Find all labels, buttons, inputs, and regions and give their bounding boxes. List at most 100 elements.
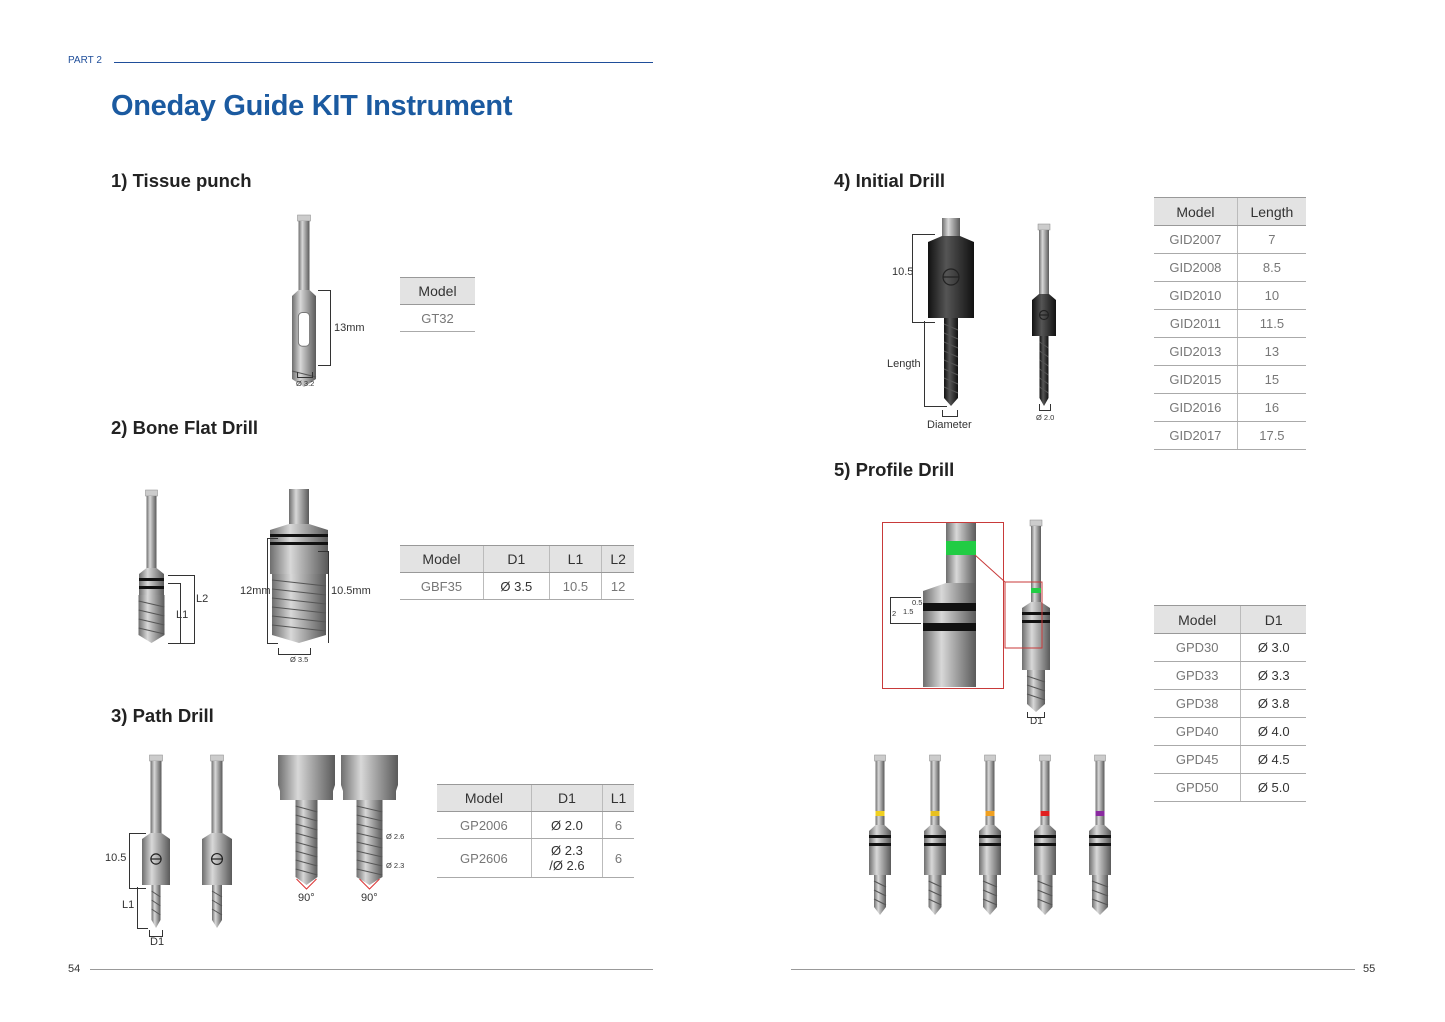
table-cell: GID2015 bbox=[1154, 365, 1238, 394]
table-cell: Ø 4.5 bbox=[1240, 745, 1306, 774]
table-cell: Ø 3.5 bbox=[482, 572, 550, 600]
table-cell: Ø 3.0 bbox=[1240, 633, 1306, 662]
header-rule bbox=[114, 62, 653, 63]
heading-initial-drill: 4) Initial Drill bbox=[834, 170, 946, 191]
tissue-punch-image bbox=[291, 214, 317, 387]
table-cell: GID2013 bbox=[1154, 337, 1238, 366]
initial-collar-label: 10.5 bbox=[892, 266, 914, 278]
table-cell: Ø 3.8 bbox=[1240, 689, 1306, 718]
table-cell: GPD50 bbox=[1154, 773, 1241, 802]
dimension-line bbox=[318, 551, 329, 643]
table-cell: GBF35 bbox=[400, 572, 484, 600]
zoom-connector-lines bbox=[974, 554, 1043, 649]
heading-bone-flat-drill: 2) Bone Flat Drill bbox=[111, 417, 258, 438]
table-cell: 10 bbox=[1236, 281, 1306, 310]
dimension-line bbox=[168, 575, 195, 644]
table-cell: 15 bbox=[1236, 365, 1306, 394]
table-header: Model bbox=[400, 277, 475, 305]
table-cell: GID2011 bbox=[1154, 309, 1238, 338]
page-number-left: 54 bbox=[68, 963, 81, 975]
table-cell: GPD33 bbox=[1154, 661, 1241, 690]
table-cell: 13 bbox=[1236, 337, 1306, 366]
part-label: PART 2 bbox=[68, 55, 102, 66]
bone-flat-diameter-label: Ø 3.5 bbox=[290, 655, 309, 664]
path-d-upper-label: Ø 2.6 bbox=[386, 832, 405, 841]
path-collar-label: 10.5 bbox=[105, 852, 127, 864]
table-cell: Ø 5.0 bbox=[1240, 773, 1306, 802]
page-title: Oneday Guide KIT Instrument bbox=[111, 90, 513, 122]
bone-flat-drill-large-image bbox=[270, 489, 328, 643]
profile-drill-variant-image bbox=[1034, 754, 1056, 915]
table-cell: Ø 2.0 bbox=[530, 811, 603, 839]
dimension-line bbox=[924, 321, 947, 407]
path-angle-label-2: 90° bbox=[361, 892, 378, 904]
dimension-line bbox=[297, 372, 313, 378]
initial-d2-label: Ø 2.0 bbox=[1036, 413, 1055, 422]
profile-drill-variant-image bbox=[924, 754, 946, 915]
bone-flat-12mm-label: 12mm bbox=[240, 585, 271, 597]
table-header: D1 bbox=[1240, 605, 1306, 634]
path-drill-image-2 bbox=[202, 754, 232, 928]
dimension-line bbox=[1039, 404, 1051, 411]
bone-flat-105mm-label: 10.5mm bbox=[331, 585, 371, 597]
path-drill-closeup-2 bbox=[341, 755, 398, 890]
table-cell: GID2017 bbox=[1154, 421, 1238, 450]
table-cell: GPD40 bbox=[1154, 717, 1241, 746]
table-header: Model bbox=[1154, 605, 1241, 634]
table-cell: Ø 2.3 /Ø 2.6 bbox=[530, 838, 603, 878]
initial-drill-image-1 bbox=[928, 218, 974, 406]
table-cell: GID2008 bbox=[1154, 253, 1238, 282]
table-cell: 7 bbox=[1236, 225, 1306, 254]
table-cell: 17.5 bbox=[1236, 421, 1306, 450]
table-header: L2 bbox=[601, 545, 634, 573]
path-angle-label-1: 90° bbox=[298, 892, 315, 904]
heading-profile-drill: 5) Profile Drill bbox=[834, 459, 955, 480]
dimension-line bbox=[318, 290, 331, 366]
initial-diameter-label: Diameter bbox=[927, 419, 972, 431]
bone-flat-l2-label: L2 bbox=[196, 593, 209, 605]
profile-drill-variant-image bbox=[979, 754, 1001, 915]
dimension-line bbox=[168, 583, 181, 643]
table-cell: 8.5 bbox=[1236, 253, 1306, 282]
table-cell: Ø 4.0 bbox=[1240, 717, 1306, 746]
footer-rule-right bbox=[791, 969, 1355, 970]
profile-drill-variant-image bbox=[869, 754, 891, 915]
table-cell: 10.5 bbox=[548, 572, 602, 600]
profile-drill-variant-image bbox=[1089, 754, 1111, 915]
profile-d1-label: D1 bbox=[1030, 716, 1043, 727]
tissue-punch-diameter-label: Ø 3.2 bbox=[296, 379, 315, 388]
table-header: L1 bbox=[548, 545, 602, 573]
dimension-line bbox=[278, 648, 311, 655]
profile-zoom-box bbox=[882, 522, 1004, 689]
table-cell: GID2010 bbox=[1154, 281, 1238, 310]
path-l1-label: L1 bbox=[122, 899, 135, 911]
table-cell: GPD30 bbox=[1154, 633, 1241, 662]
table-cell: GPD45 bbox=[1154, 745, 1241, 774]
profile-drill-zoom-image bbox=[923, 523, 976, 687]
path-d-lower-label: Ø 2.3 bbox=[386, 861, 405, 870]
heading-tissue-punch: 1) Tissue punch bbox=[111, 170, 252, 191]
tissue-punch-length-label: 13mm bbox=[334, 322, 365, 334]
table-header: Model bbox=[437, 784, 532, 812]
profile-drill-main-image bbox=[1022, 519, 1050, 712]
table-header: Length bbox=[1236, 197, 1306, 226]
dimension-line bbox=[1027, 712, 1045, 718]
profile-dim-2-label: 2 bbox=[892, 609, 897, 618]
initial-length-label: Length bbox=[887, 358, 921, 370]
path-drill-closeup-1 bbox=[278, 755, 335, 890]
